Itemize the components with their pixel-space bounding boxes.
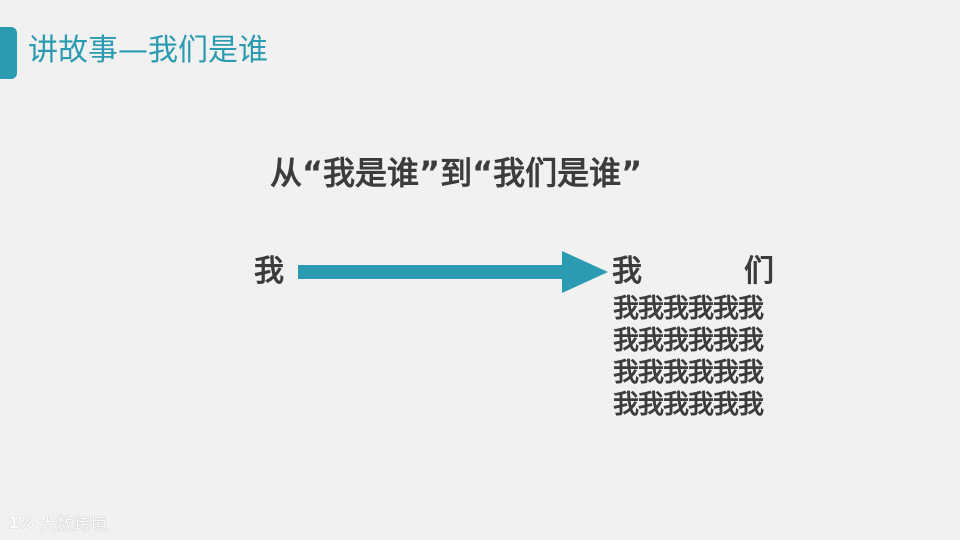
to-label-we: 我 们 [612, 252, 774, 292]
title-accent-bar [0, 27, 17, 79]
me-row: 我我我我我我 [613, 294, 764, 324]
right-arrow-icon [298, 251, 608, 293]
we-char-right: 们 [744, 254, 774, 289]
slide-title: 讲故事—我们是谁 [28, 33, 268, 68]
me-row: 我我我我我我 [613, 326, 764, 356]
headline: 从“我是谁”到“我们是谁” [270, 154, 643, 192]
we-char-left: 我 [612, 254, 642, 289]
from-label-me: 我 [254, 254, 284, 289]
me-row: 我我我我我我 [613, 358, 764, 388]
watermark-text: 大数跨境 [39, 515, 108, 535]
many-me-grid: 我我我我我我 我我我我我我 我我我我我我 我我我我我我 [613, 293, 775, 421]
watermark: 1% 大数跨境 [8, 510, 107, 535]
watermark-logo-icon: 1% [8, 513, 34, 532]
me-row: 我我我我我我 [613, 390, 764, 420]
